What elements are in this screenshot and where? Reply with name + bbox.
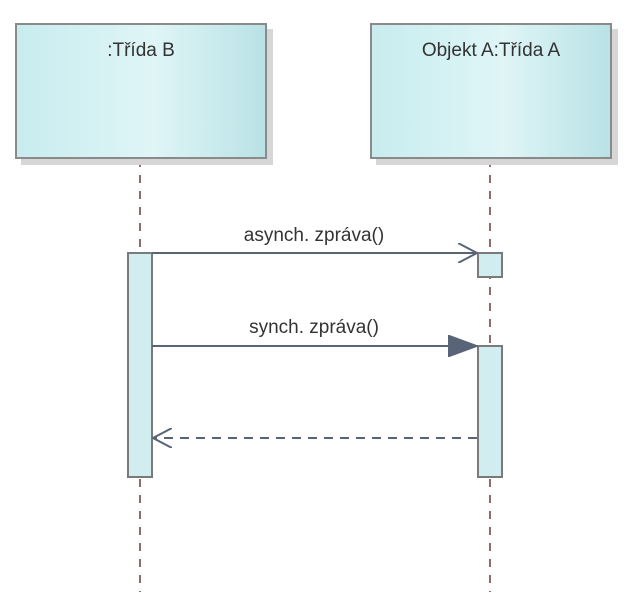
sync-message-label: synch. zpráva() — [249, 317, 379, 338]
activation-bar-a-sync — [477, 345, 503, 478]
lifeline-label-class-b: :Třída B — [107, 40, 175, 61]
lifeline-label-object-a: Objekt A:Třída A — [421, 40, 561, 61]
lifeline-head-class-b: :Třída B — [15, 23, 267, 159]
activation-bar-b — [127, 252, 153, 478]
async-message-label: asynch. zpráva() — [244, 225, 384, 246]
lifeline-head-object-a: Objekt A:Třída A — [370, 23, 612, 159]
activation-bar-a-async — [477, 252, 503, 278]
